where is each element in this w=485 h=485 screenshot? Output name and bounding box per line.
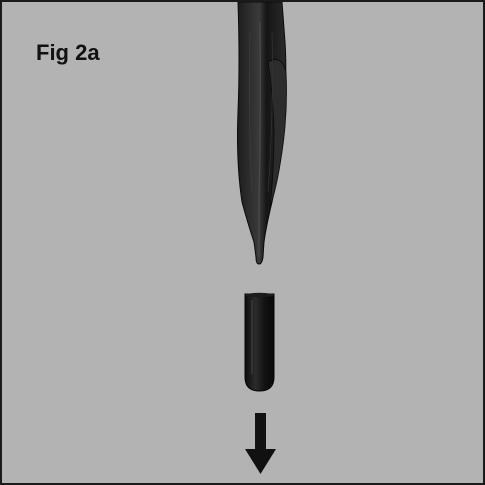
- pen-cap-icon: [245, 293, 274, 391]
- arrow-down-icon: [245, 413, 276, 474]
- dip-pen-nib-icon: [238, 2, 287, 264]
